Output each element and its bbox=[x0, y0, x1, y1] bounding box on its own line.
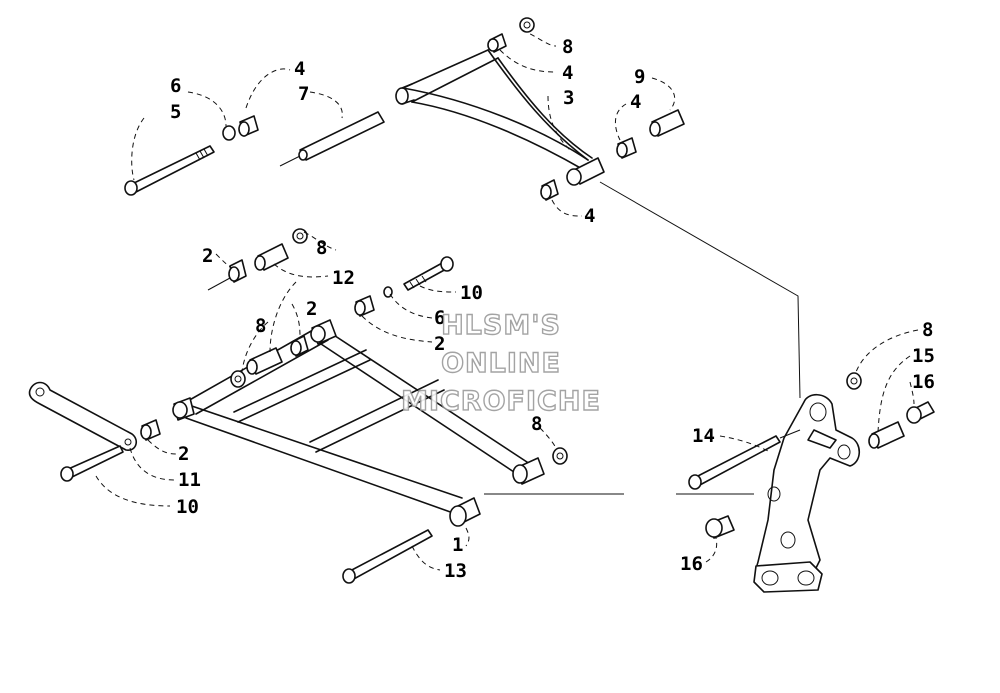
bushing-2-rear-top bbox=[207, 259, 247, 291]
callout-16: 16 bbox=[912, 371, 935, 393]
callout-14: 14 bbox=[692, 425, 715, 447]
bolt-16-right bbox=[906, 401, 935, 424]
watermark-line-1: HLSM'S bbox=[441, 310, 561, 341]
callout-16: 16 bbox=[680, 553, 703, 575]
callout-6: 6 bbox=[170, 75, 181, 97]
bolt-13 bbox=[342, 529, 433, 584]
callout-10: 10 bbox=[460, 282, 483, 304]
callout-11: 11 bbox=[178, 469, 201, 491]
assembly-line-upper bbox=[599, 181, 801, 399]
bolt-14 bbox=[688, 429, 801, 490]
callout-9: 9 bbox=[634, 66, 645, 88]
nut-8-right bbox=[552, 447, 568, 465]
nut-8-left bbox=[230, 370, 246, 388]
bushing-2-front bbox=[140, 419, 161, 441]
lower-a-arm bbox=[172, 319, 545, 527]
callout-2: 2 bbox=[434, 333, 445, 355]
nut-8-spindle bbox=[846, 372, 862, 390]
sleeve-front bbox=[246, 347, 283, 375]
callout-4: 4 bbox=[584, 205, 595, 227]
upper-a-arm bbox=[395, 49, 605, 186]
bolt-10-upper bbox=[403, 256, 454, 291]
callout-2: 2 bbox=[306, 298, 317, 320]
callout-7: 7 bbox=[298, 83, 309, 105]
watermark-line-3: MICROFICHE bbox=[401, 386, 601, 417]
callout-8: 8 bbox=[562, 36, 573, 58]
callout-13: 13 bbox=[444, 560, 467, 582]
bushing-4-lower bbox=[540, 179, 559, 201]
callout-numbers: 8 4 3 9 4 4 4 7 6 5 2 8 12 10 6 2 2 8 2 … bbox=[170, 36, 935, 582]
bushing-4-right bbox=[616, 137, 637, 159]
callout-3: 3 bbox=[563, 87, 574, 109]
nut-8-upper-left bbox=[292, 228, 308, 244]
callout-5: 5 bbox=[170, 101, 181, 123]
callout-4: 4 bbox=[562, 62, 573, 84]
bushing-4-left bbox=[238, 115, 259, 137]
sleeve-12 bbox=[254, 243, 289, 271]
callout-8: 8 bbox=[922, 319, 933, 341]
spindle bbox=[753, 393, 861, 593]
link-plate-11 bbox=[28, 381, 138, 451]
bushing-2-middle bbox=[290, 335, 309, 357]
bolt-10-lower bbox=[60, 445, 124, 482]
callout-1: 1 bbox=[452, 534, 463, 556]
leader-lines bbox=[95, 29, 919, 571]
pivot-pin-7 bbox=[279, 111, 385, 167]
nut-8-top bbox=[519, 17, 535, 33]
callout-2: 2 bbox=[178, 443, 189, 465]
callout-8: 8 bbox=[255, 315, 266, 337]
watermark: HLSM'S ONLINE MICROFICHE bbox=[400, 309, 601, 417]
bolt-5 bbox=[124, 145, 215, 196]
callout-2: 2 bbox=[202, 245, 213, 267]
watermark-line-2: ONLINE bbox=[441, 348, 561, 379]
bushing-2-rear bbox=[354, 295, 375, 317]
sleeve-9 bbox=[649, 109, 685, 137]
callout-15: 15 bbox=[912, 345, 935, 367]
callout-4: 4 bbox=[294, 58, 305, 80]
callout-4: 4 bbox=[630, 91, 641, 113]
callout-10: 10 bbox=[176, 496, 199, 518]
sleeve-15 bbox=[868, 421, 905, 449]
callout-8: 8 bbox=[316, 237, 327, 259]
washer-6 bbox=[222, 125, 236, 141]
callout-6: 6 bbox=[434, 307, 445, 329]
callout-12: 12 bbox=[332, 267, 355, 289]
bushing-4-top bbox=[487, 33, 507, 53]
callout-8: 8 bbox=[531, 413, 542, 435]
bolt-16-lower bbox=[705, 515, 735, 539]
